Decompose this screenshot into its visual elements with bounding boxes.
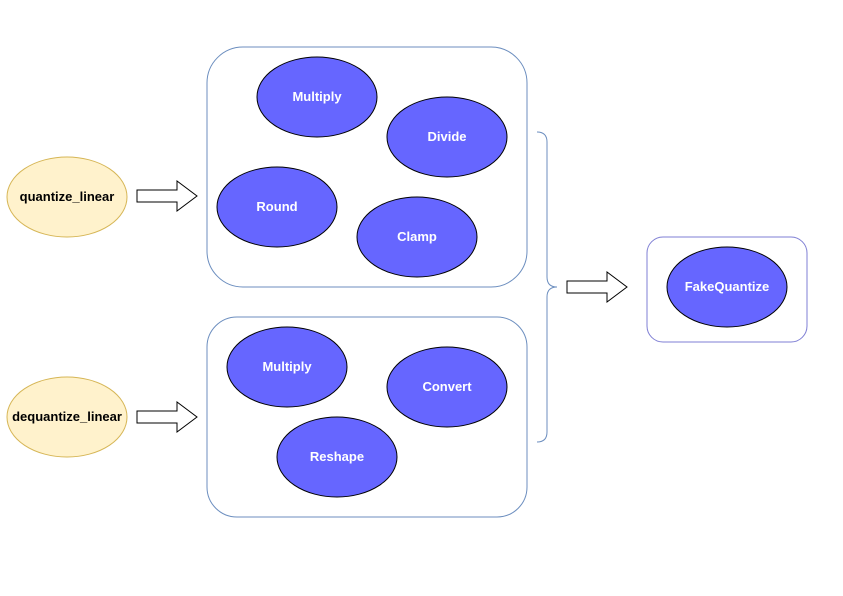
dequantize-convert-node[interactable]: Convert — [386, 346, 508, 428]
quantize-multiply-node[interactable]: Multiply — [256, 56, 378, 138]
dequantize-reshape-label: Reshape — [310, 449, 364, 464]
quantize-linear-label: quantize_linear — [20, 189, 115, 204]
dequantize-linear-label: dequantize_linear — [12, 409, 122, 424]
fake-quantize-node[interactable]: FakeQuantize — [666, 246, 788, 328]
dequantize-linear-node[interactable]: dequantize_linear — [6, 376, 128, 458]
dequantize-multiply-label: Multiply — [262, 359, 312, 374]
dequantize-multiply-node[interactable]: Multiply — [226, 326, 348, 408]
quantize-clamp-node[interactable]: Clamp — [356, 196, 478, 278]
merge-brace — [536, 131, 558, 443]
quantize-divide-label: Divide — [427, 129, 466, 144]
quantize-round-label: Round — [256, 199, 297, 214]
fake-quantize-arrow — [566, 271, 628, 303]
dequantize-reshape-node[interactable]: Reshape — [276, 416, 398, 498]
quantize-linear-node[interactable]: quantize_linear — [6, 156, 128, 238]
quantize-round-node[interactable]: Round — [216, 166, 338, 248]
quantize-multiply-label: Multiply — [292, 89, 342, 104]
quantize-divide-node[interactable]: Divide — [386, 96, 508, 178]
quantize-clamp-label: Clamp — [397, 229, 437, 244]
quantize-arrow — [136, 180, 198, 212]
fake-quantize-label: FakeQuantize — [685, 279, 770, 294]
dequantize-convert-label: Convert — [422, 379, 472, 394]
dequantize-arrow — [136, 401, 198, 433]
